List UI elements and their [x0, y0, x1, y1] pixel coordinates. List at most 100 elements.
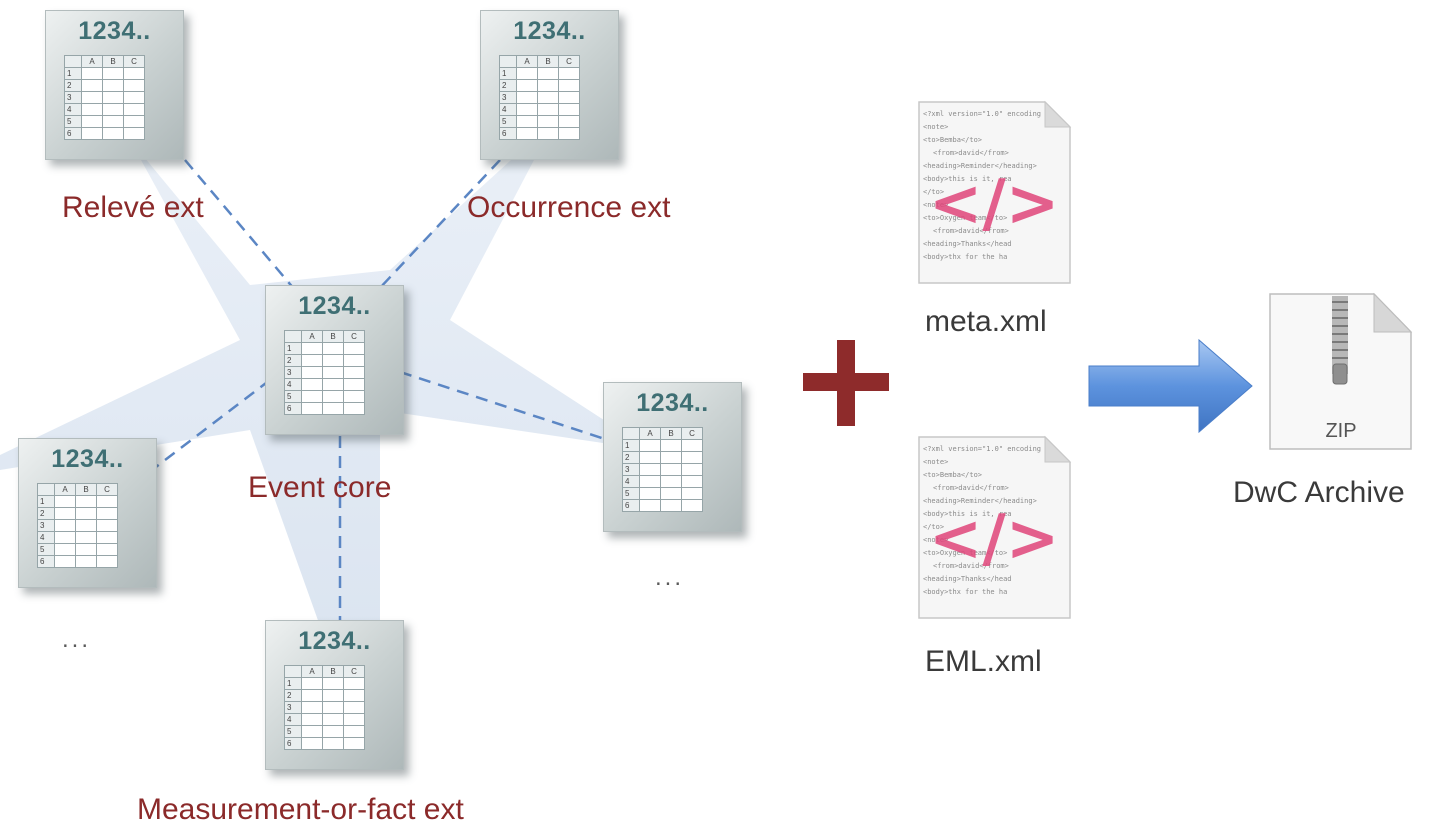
releve-label: Relevé ext [62, 191, 204, 224]
grid-column-header: B [322, 330, 344, 343]
grid-cell [681, 487, 703, 500]
grid-cell [322, 677, 344, 690]
grid-cell [660, 451, 682, 464]
grid-column-header: A [301, 330, 323, 343]
grid-cell [639, 487, 661, 500]
plus-icon [803, 340, 889, 426]
grid-cell [343, 342, 365, 355]
grid-row-header: 2 [284, 354, 302, 367]
grid-row-header: 1 [499, 67, 517, 80]
grid-cell [96, 519, 118, 532]
table-icon-title: 1234.. [513, 17, 586, 45]
grid-cell [343, 701, 365, 714]
right-more-label: ... [655, 564, 685, 591]
grid-cell [322, 378, 344, 391]
grid-cell [102, 91, 124, 104]
grid-row-header: 1 [37, 495, 55, 508]
xml-snippet-line: <to>Oxygen team</to> [923, 549, 1007, 557]
grid-row-header: 6 [37, 555, 55, 568]
grid-row-header: 5 [284, 390, 302, 403]
grid-cell [639, 439, 661, 452]
grid-row-header: 1 [64, 67, 82, 80]
zip-text: ZIP [1325, 420, 1356, 442]
grid-cell [54, 519, 76, 532]
grid-cell [75, 495, 97, 508]
grid-cell [537, 79, 559, 92]
grid-cell [343, 677, 365, 690]
grid-cell [301, 366, 323, 379]
grid-cell [301, 725, 323, 738]
grid-row-header: 6 [622, 499, 640, 512]
eml-xml-document-icon: <?xml version="1.0" encoding <note> <to>Be… [917, 435, 1072, 620]
grid-row-header: 4 [284, 378, 302, 391]
grid-cell [322, 737, 344, 750]
grid-cell [343, 402, 365, 415]
grid-cell [54, 495, 76, 508]
grid-cell [81, 79, 103, 92]
grid-row-header: 5 [284, 725, 302, 738]
grid-row-header: 5 [37, 543, 55, 556]
xml-snippet-line: <body>this is it, rea [923, 510, 1012, 518]
grid-cell [537, 67, 559, 80]
grid-corner-cell [284, 665, 302, 678]
grid-cell [96, 507, 118, 520]
table-icon-title: 1234.. [298, 627, 371, 655]
grid-cell [102, 79, 124, 92]
grid-cell [516, 91, 538, 104]
grid-cell [81, 127, 103, 140]
grid-column-header: B [102, 55, 124, 68]
grid-cell [102, 103, 124, 116]
grid-corner-cell [284, 330, 302, 343]
xml-snippet-line: <?xml version="1.0" encoding [923, 445, 1041, 453]
grid-column-header: B [322, 665, 344, 678]
grid-row-header: 3 [622, 463, 640, 476]
xml-snippet-line: <note> [923, 536, 948, 544]
grid-column-header: A [516, 55, 538, 68]
grid-cell [301, 402, 323, 415]
xml-snippet-line: </to> [923, 188, 944, 196]
eml-xml-label: EML.xml [925, 645, 1042, 678]
grid-cell [301, 390, 323, 403]
grid-row-header: 5 [622, 487, 640, 500]
grid-cell [681, 451, 703, 464]
grid-cell [558, 127, 580, 140]
grid-row-header: 2 [499, 79, 517, 92]
dwc-archive-label: DwC Archive [1233, 476, 1405, 509]
xml-snippet-line: <to>Oxygen team</to> [923, 214, 1007, 222]
grid-cell [54, 555, 76, 568]
xml-snippet-line: <heading>Thanks</head [923, 240, 1012, 248]
grid-cell [639, 463, 661, 476]
xml-snippet-line: <to>Bemba</to> [923, 471, 982, 479]
xml-snippet-lines: <?xml version="1.0" encoding <note> <to>Be… [923, 445, 1041, 596]
grid-cell [516, 67, 538, 80]
grid-cell [301, 701, 323, 714]
grid-cell [81, 115, 103, 128]
grid-cell [681, 499, 703, 512]
grid-cell [301, 689, 323, 702]
occurrence-label: Occurrence ext [467, 191, 671, 224]
grid-cell [343, 378, 365, 391]
grid-corner-cell [37, 483, 55, 496]
grid-cell [681, 439, 703, 452]
meta-xml-label: meta.xml [925, 305, 1047, 338]
grid-column-header: C [343, 665, 365, 678]
xml-snippet-line: <note> [923, 123, 948, 131]
grid-cell [301, 354, 323, 367]
left-more-label: ... [62, 626, 92, 653]
grid-cell [681, 475, 703, 488]
grid-row-header: 4 [622, 475, 640, 488]
grid-column-header: B [537, 55, 559, 68]
grid-cell [301, 378, 323, 391]
grid-row-header: 6 [499, 127, 517, 140]
measurement-label: Measurement-or-fact ext [137, 793, 464, 826]
xml-snippet-line: <heading>Reminder</heading> [923, 497, 1037, 505]
grid-cell [96, 495, 118, 508]
grid-cell [343, 689, 365, 702]
grid-cell [660, 475, 682, 488]
event-core-label: Event core [248, 471, 392, 504]
zip-archive-icon: ZIP [1268, 292, 1414, 452]
